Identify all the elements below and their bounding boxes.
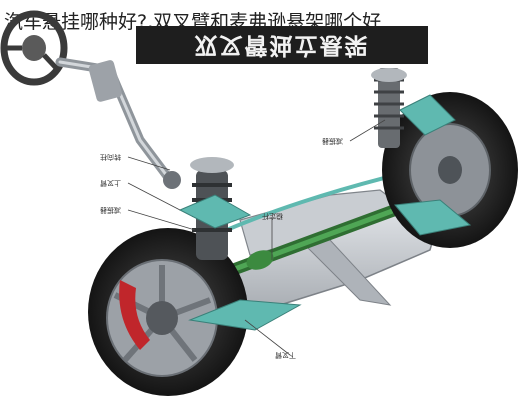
callout-damper-right: 减振器	[322, 137, 343, 145]
callout-steering-column: 转向柱	[100, 153, 121, 161]
steering-column	[55, 57, 181, 189]
callout-lower-arm: 下叉臂	[275, 351, 296, 359]
banner-title: 双叉臂独立悬架	[194, 32, 370, 58]
callout-lines	[127, 119, 386, 356]
right-control-arms	[394, 94, 472, 236]
steering-wheel	[0, 10, 68, 86]
callout-upper-arm: 上叉臂	[100, 179, 121, 187]
steering-rack	[199, 204, 401, 286]
title-banner: 双叉臂独立悬架	[136, 26, 428, 64]
left-wheel	[88, 228, 248, 396]
right-damper	[371, 68, 407, 148]
brake-caliper	[119, 280, 150, 350]
callout-anti-roll-bar: 稳定杆	[262, 212, 283, 220]
left-control-arms	[178, 194, 302, 331]
callout-damper-left: 减振器	[100, 206, 121, 214]
